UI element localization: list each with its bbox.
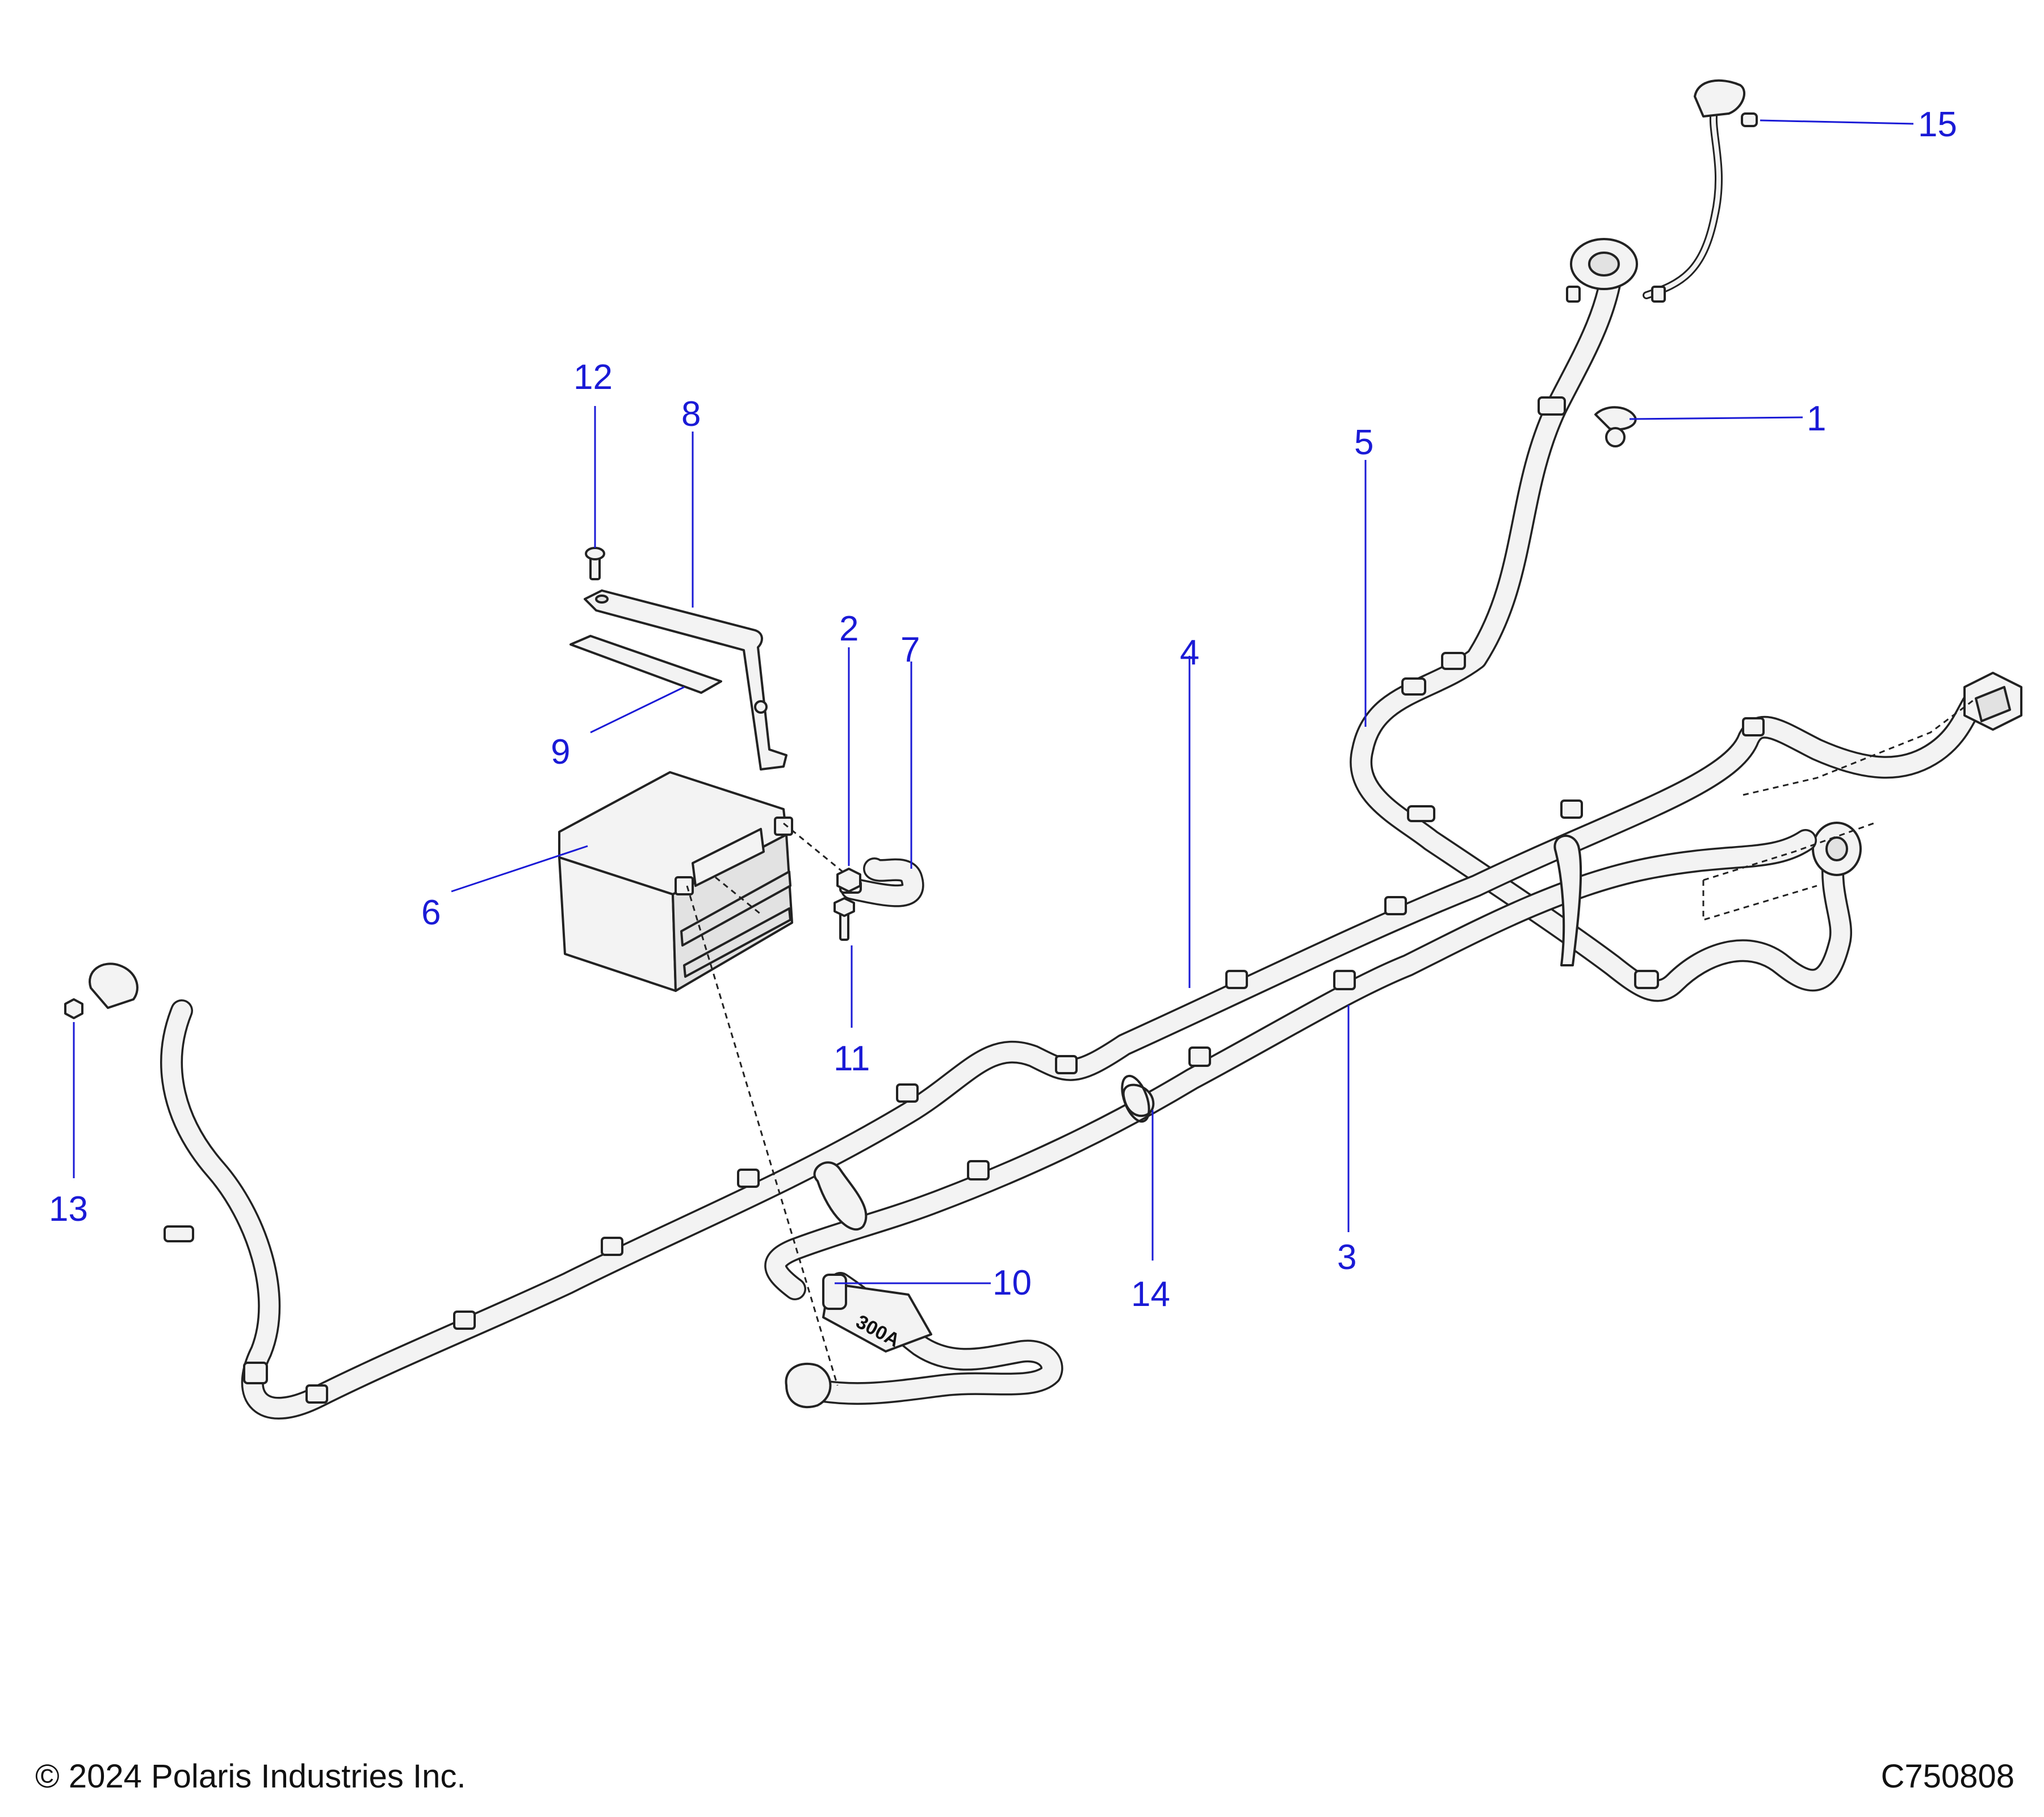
bolt-12 [585, 547, 605, 580]
callout-3: 3 [1337, 1238, 1356, 1277]
callout-9: 9 [551, 732, 570, 772]
callout-15: 15 [1918, 105, 1957, 144]
callout-4: 4 [1180, 633, 1199, 672]
callout-2: 2 [839, 609, 858, 648]
copyright-text: © 2024 Polaris Industries Inc. [35, 1758, 466, 1795]
fuse-assembly-10: 300A [785, 1272, 1063, 1409]
assembly-dash-lines [686, 697, 1976, 1386]
callout-6: 6 [421, 893, 441, 932]
cable-tie-14 [1121, 1074, 1150, 1123]
cable-5 [1350, 238, 1862, 1002]
figure-id: C750808 [1880, 1758, 2014, 1795]
callout-11: 11 [833, 1039, 870, 1078]
callout-1: 1 [1807, 399, 1826, 438]
clamp-1 [1594, 406, 1637, 447]
cable-4 [89, 672, 2022, 1420]
callout-12: 12 [573, 358, 613, 397]
callout-8: 8 [681, 395, 701, 434]
nut-13 [64, 998, 83, 1019]
callouts: 1 2 3 4 5 6 7 8 9 10 11 12 13 14 15 [49, 105, 1957, 1314]
bracket-8 [584, 589, 788, 771]
cable-3 [764, 829, 1817, 1300]
nut-2 [836, 868, 861, 893]
battery-6 [558, 771, 793, 992]
bolt-11 [833, 897, 855, 941]
pad-9 [569, 635, 722, 694]
callout-7: 7 [900, 630, 920, 669]
sense-wire-15 [1566, 79, 1758, 303]
callout-10: 10 [992, 1263, 1032, 1303]
callout-14: 14 [1131, 1275, 1170, 1314]
callout-5: 5 [1354, 423, 1373, 462]
callout-leaders [73, 119, 1914, 1284]
callout-13: 13 [49, 1190, 88, 1229]
